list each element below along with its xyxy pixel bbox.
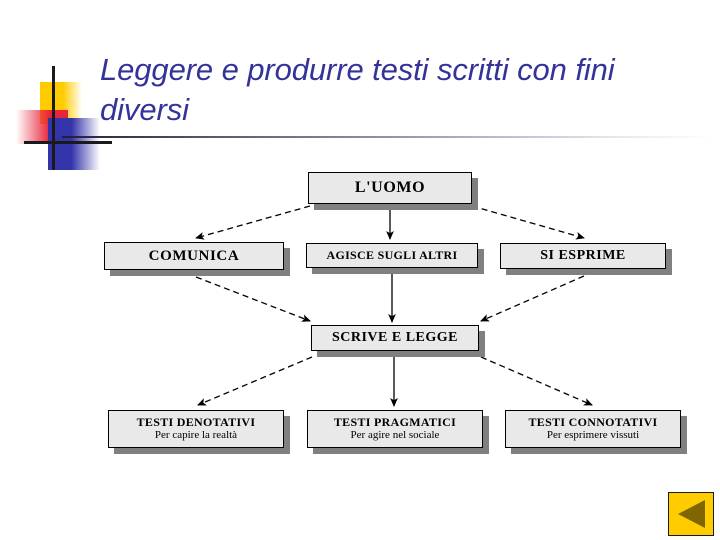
title-divider <box>62 136 712 138</box>
logo-horizontal-line <box>24 141 112 144</box>
node-testi-pragmatici[interactable]: TESTI PRAGMATICI Per agire nel sociale <box>307 410 483 448</box>
edge-uomo-esprime <box>471 205 585 240</box>
node-esprime-label: SI ESPRIME <box>540 248 626 263</box>
edge-comunica-scrive <box>195 276 311 322</box>
edge-scrive-connotativi <box>480 356 593 406</box>
node-denotativi-subtitle: Per capire la realtà <box>154 429 238 442</box>
edge-uomo-comunica <box>195 205 311 240</box>
node-scrive-e-legge[interactable]: SCRIVE E LEGGE <box>311 325 479 351</box>
page-title: Leggere e produrre testi scritti con fin… <box>100 52 615 127</box>
logo-vertical-line <box>52 66 55 170</box>
node-uomo-label: L'UOMO <box>354 179 426 196</box>
node-denotativi-title: TESTI DENOTATIVI <box>136 414 256 429</box>
node-pragmatici-title: TESTI PRAGMATICI <box>333 414 457 429</box>
node-testi-connotativi[interactable]: TESTI CONNOTATIVI Per esprimere vissuti <box>505 410 681 448</box>
logo-blue-square <box>48 118 100 170</box>
node-scrive-label: SCRIVE E LEGGE <box>331 330 459 345</box>
blends-design-logo <box>8 62 112 170</box>
node-uomo[interactable]: L'UOMO <box>308 172 472 204</box>
node-connotativi-subtitle: Per esprimere vissuti <box>546 429 640 442</box>
node-comunica[interactable]: COMUNICA <box>104 242 284 270</box>
triangle-left-icon <box>678 500 705 528</box>
node-agisce-sugli-altri[interactable]: AGISCE SUGLI ALTRI <box>306 243 478 268</box>
node-pragmatici-subtitle: Per agire nel sociale <box>350 429 440 442</box>
node-comunica-label: COMUNICA <box>148 247 240 264</box>
node-testi-denotativi[interactable]: TESTI DENOTATIVI Per capire la realtà <box>108 410 284 448</box>
back-button[interactable] <box>668 492 714 536</box>
node-connotativi-title: TESTI CONNOTATIVI <box>528 414 658 429</box>
node-agisce-label: AGISCE SUGLI ALTRI <box>326 248 458 262</box>
edge-scrive-denotativi <box>197 356 313 406</box>
edge-esprime-scrive <box>480 275 585 322</box>
node-si-esprime[interactable]: SI ESPRIME <box>500 243 666 269</box>
